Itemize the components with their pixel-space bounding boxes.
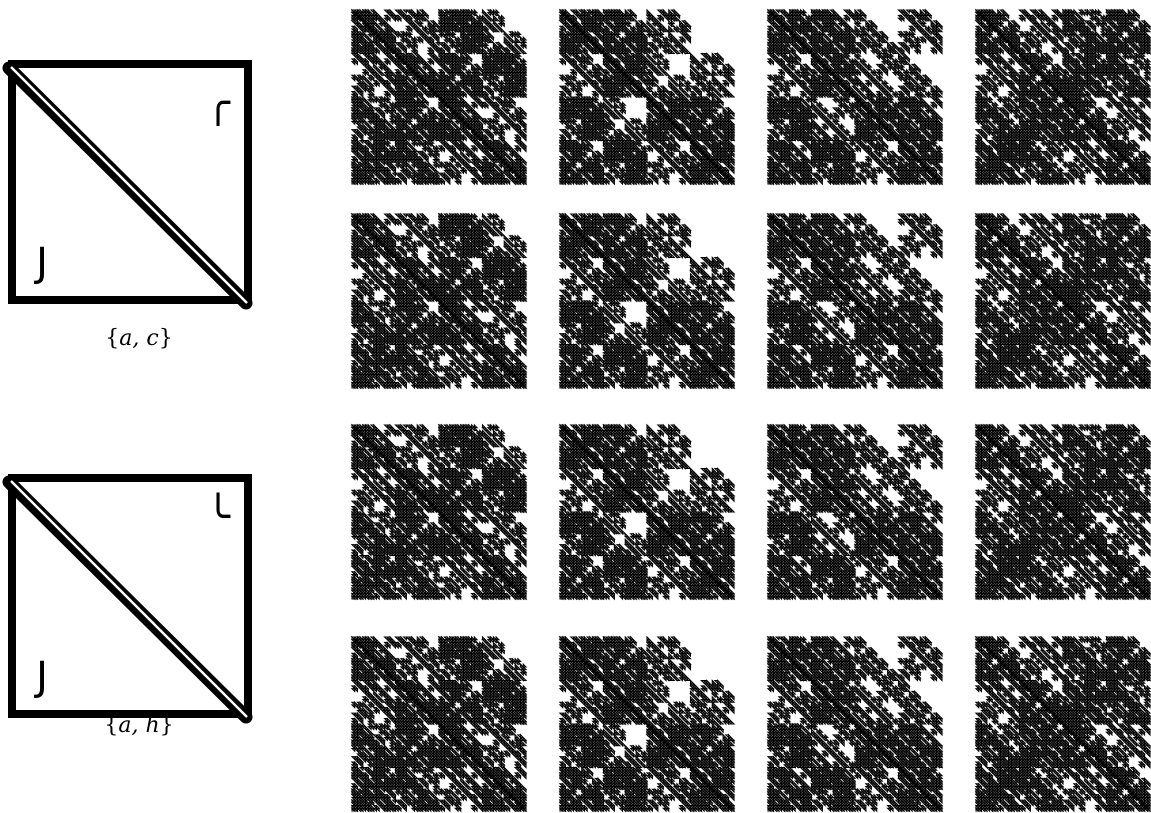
- upper-symbol: ╰: [206, 492, 231, 540]
- fractal-pattern-r2-c3: [768, 214, 942, 388]
- fractal-pattern-r3-c3: [768, 425, 942, 599]
- lower-symbol: J: [33, 654, 48, 700]
- fractal-pattern-r1-c3: [768, 10, 942, 184]
- caption-ac: {a, c}: [69, 326, 209, 351]
- diagram-ah: ╰J: [9, 478, 248, 717]
- fractal-pattern-r2-c2: [560, 214, 734, 388]
- fractal-pattern-r3-c4: [976, 425, 1150, 599]
- fractal-pattern-r4-c1: [352, 637, 526, 811]
- diagram-ac: ╭J: [9, 64, 248, 303]
- fractal-pattern-r1-c2: [560, 10, 734, 184]
- fractal-pattern-r4-c4: [976, 637, 1150, 811]
- fractal-pattern-r3-c2: [560, 425, 734, 599]
- fractal-pattern-r4-c2: [560, 637, 734, 811]
- upper-symbol: ╭: [206, 80, 231, 127]
- fractal-pattern-r4-c3: [768, 637, 942, 811]
- fractal-pattern-r2-c1: [352, 214, 526, 388]
- fractal-pattern-r3-c1: [352, 425, 526, 599]
- fractal-pattern-r1-c4: [976, 10, 1150, 184]
- caption-ah: {a, h}: [69, 713, 209, 738]
- fractal-pattern-r1-c1: [352, 10, 526, 184]
- fractal-pattern-r2-c4: [976, 214, 1150, 388]
- lower-symbol: J: [33, 240, 48, 286]
